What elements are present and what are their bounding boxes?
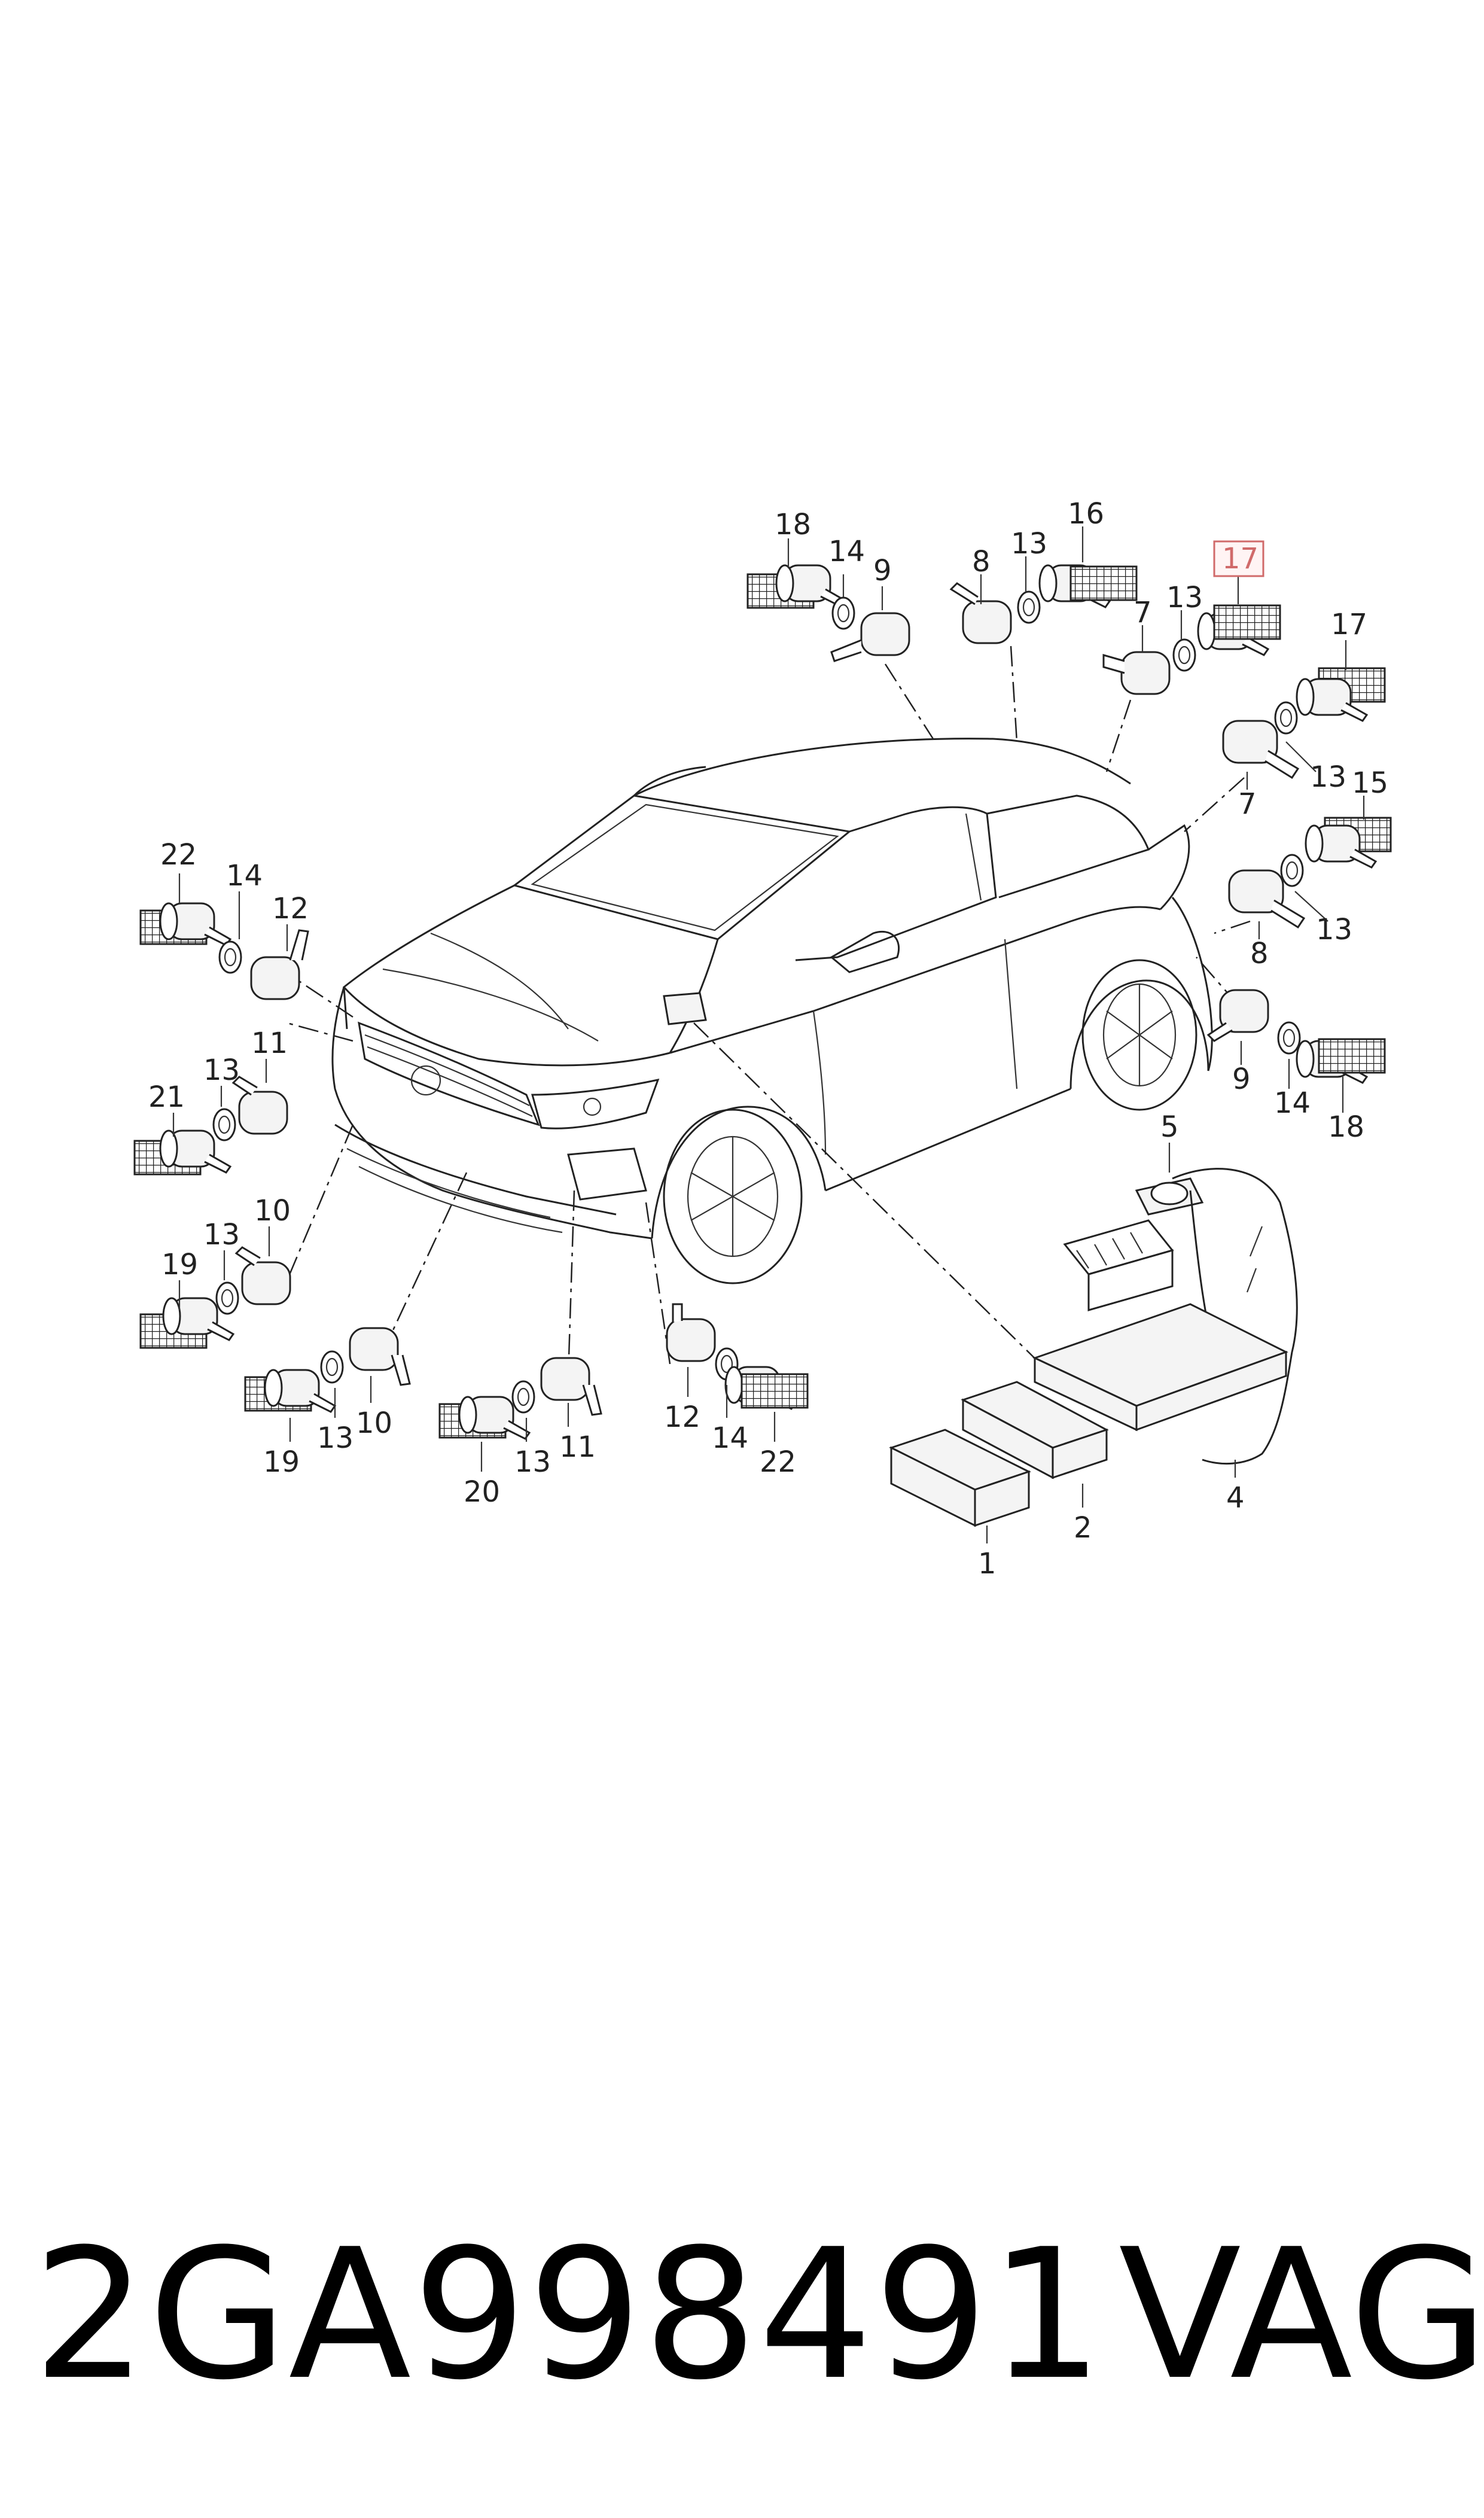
callout-8: 8 xyxy=(1250,937,1269,970)
callout-18: 18 xyxy=(1328,1110,1364,1144)
callout-9: 9 xyxy=(1232,1062,1251,1096)
callout-22: 22 xyxy=(160,838,197,872)
callout-17-highlighted: 17 xyxy=(1222,542,1258,576)
callout-2: 2 xyxy=(1074,1511,1092,1545)
sensor-group-left-upper xyxy=(139,873,309,1000)
callout-7: 7 xyxy=(1238,787,1257,821)
callout-19: 19 xyxy=(161,1248,198,1281)
sensor-group-rear-center xyxy=(949,526,1138,644)
callout-13: 13 xyxy=(1316,913,1352,946)
callout-14: 14 xyxy=(712,1421,748,1455)
callout-13: 13 xyxy=(1011,527,1047,561)
callout-7: 7 xyxy=(1133,596,1152,629)
park-assist-module-on-car xyxy=(663,992,707,1025)
sensor-group-right-lower xyxy=(1206,989,1386,1113)
callout-9: 9 xyxy=(873,554,892,587)
callout-4: 4 xyxy=(1226,1481,1245,1515)
sensor-group-front-right xyxy=(666,1303,809,1442)
callout-13: 13 xyxy=(203,1218,240,1252)
callout-12: 12 xyxy=(664,1400,700,1434)
callout-13: 13 xyxy=(203,1054,240,1087)
sensor-group-left-mid xyxy=(133,1059,288,1176)
sensor-group-right-15 xyxy=(1228,796,1392,939)
callout-21: 21 xyxy=(148,1080,185,1114)
brand-label: VAG xyxy=(1119,2211,1484,2419)
callout-15: 15 xyxy=(1352,766,1388,800)
callout-11: 11 xyxy=(559,1430,596,1464)
sensor-group-right-7 xyxy=(1222,701,1317,790)
callout-22: 22 xyxy=(760,1445,796,1479)
highlight-box xyxy=(1213,540,1264,577)
callout-14: 14 xyxy=(1274,1086,1311,1120)
callout-13: 13 xyxy=(514,1445,551,1479)
callout-5: 5 xyxy=(1160,1110,1179,1144)
callout-labels: 18 14 9 8 13 16 7 13 17 17 13 7 15 13 8 … xyxy=(148,497,1388,1581)
sensor-group-right-17 xyxy=(1296,640,1386,722)
callout-20: 20 xyxy=(464,1475,500,1509)
callout-13: 13 xyxy=(317,1421,354,1455)
callout-13: 13 xyxy=(1310,760,1346,794)
callout-8: 8 xyxy=(972,545,991,578)
callout-14: 14 xyxy=(828,535,865,568)
callout-1: 1 xyxy=(978,1547,997,1581)
callout-19: 19 xyxy=(263,1445,300,1479)
control-unit-assembly xyxy=(889,1143,1298,1543)
callout-10: 10 xyxy=(356,1406,392,1440)
sensor-group-rear-right xyxy=(1102,574,1281,695)
callout-18: 18 xyxy=(775,508,811,541)
callout-17: 17 xyxy=(1331,608,1367,641)
callout-10: 10 xyxy=(254,1194,291,1228)
sensor-group-front-center xyxy=(438,1357,602,1472)
callout-13: 13 xyxy=(1166,581,1203,614)
sensor-group-left-lower xyxy=(139,1226,291,1349)
callout-11: 11 xyxy=(251,1027,288,1060)
part-number: 2GA998491 xyxy=(33,2211,1105,2419)
callout-16: 16 xyxy=(1068,497,1104,531)
sensor-group-rear-left xyxy=(746,538,910,662)
callout-14: 14 xyxy=(226,859,263,893)
car-outline xyxy=(331,738,1213,1284)
callout-12: 12 xyxy=(272,892,309,925)
sensor-group-front-left xyxy=(244,1327,411,1442)
